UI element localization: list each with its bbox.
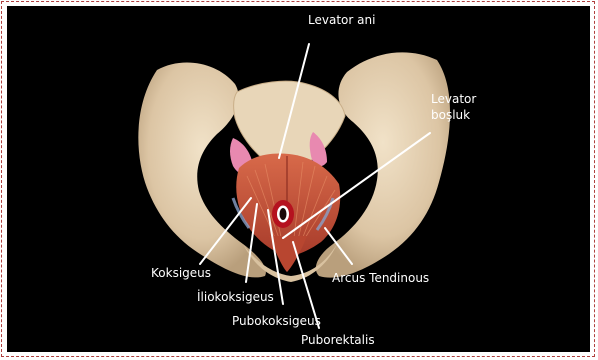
label-pubokoksigeus: Pubokoksigeus xyxy=(232,314,321,328)
label-levator-bosluk-line1: Levator xyxy=(431,92,476,106)
label-koksigeus: Koksigeus xyxy=(151,266,211,280)
label-iliokoksigeus: İliokoksigeus xyxy=(197,290,274,304)
levator-hiatus-ring xyxy=(272,200,294,228)
label-levator-bosluk-line2: boşluk xyxy=(431,108,470,122)
label-levator-ani: Levator ani xyxy=(308,13,375,27)
pelvic-floor-illustration xyxy=(7,6,590,352)
label-arcus-tendinous: Arcus Tendinous xyxy=(332,271,429,285)
label-puborektalis: Puborektalis xyxy=(301,333,375,347)
